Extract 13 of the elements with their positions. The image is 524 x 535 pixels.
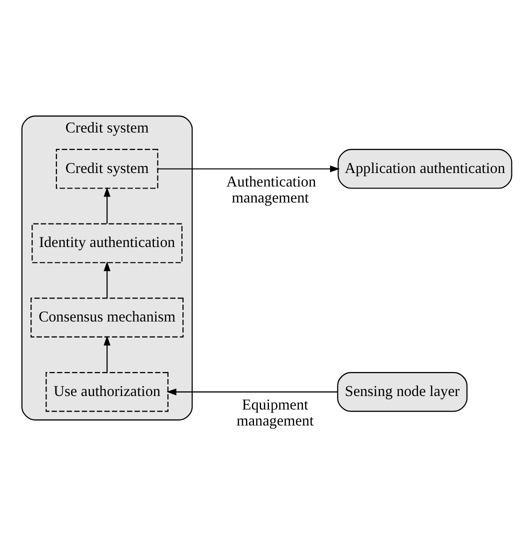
arrow bbox=[166, 388, 338, 395]
node-box: Identity authentication bbox=[31, 222, 182, 263]
node-box: Use authorization bbox=[45, 371, 168, 412]
node-box: Consensus mechanism bbox=[30, 297, 184, 337]
edge-label: Authentication management bbox=[226, 174, 316, 206]
node-box: Credit system bbox=[55, 148, 158, 188]
node-box: Application authentication bbox=[337, 148, 512, 188]
arrow bbox=[103, 260, 110, 298]
edge-label: Equipment management bbox=[236, 396, 314, 430]
node-box: Sensing node layer bbox=[336, 371, 468, 412]
arrow bbox=[103, 186, 110, 224]
arrow bbox=[157, 164, 340, 172]
arrow bbox=[103, 335, 110, 372]
